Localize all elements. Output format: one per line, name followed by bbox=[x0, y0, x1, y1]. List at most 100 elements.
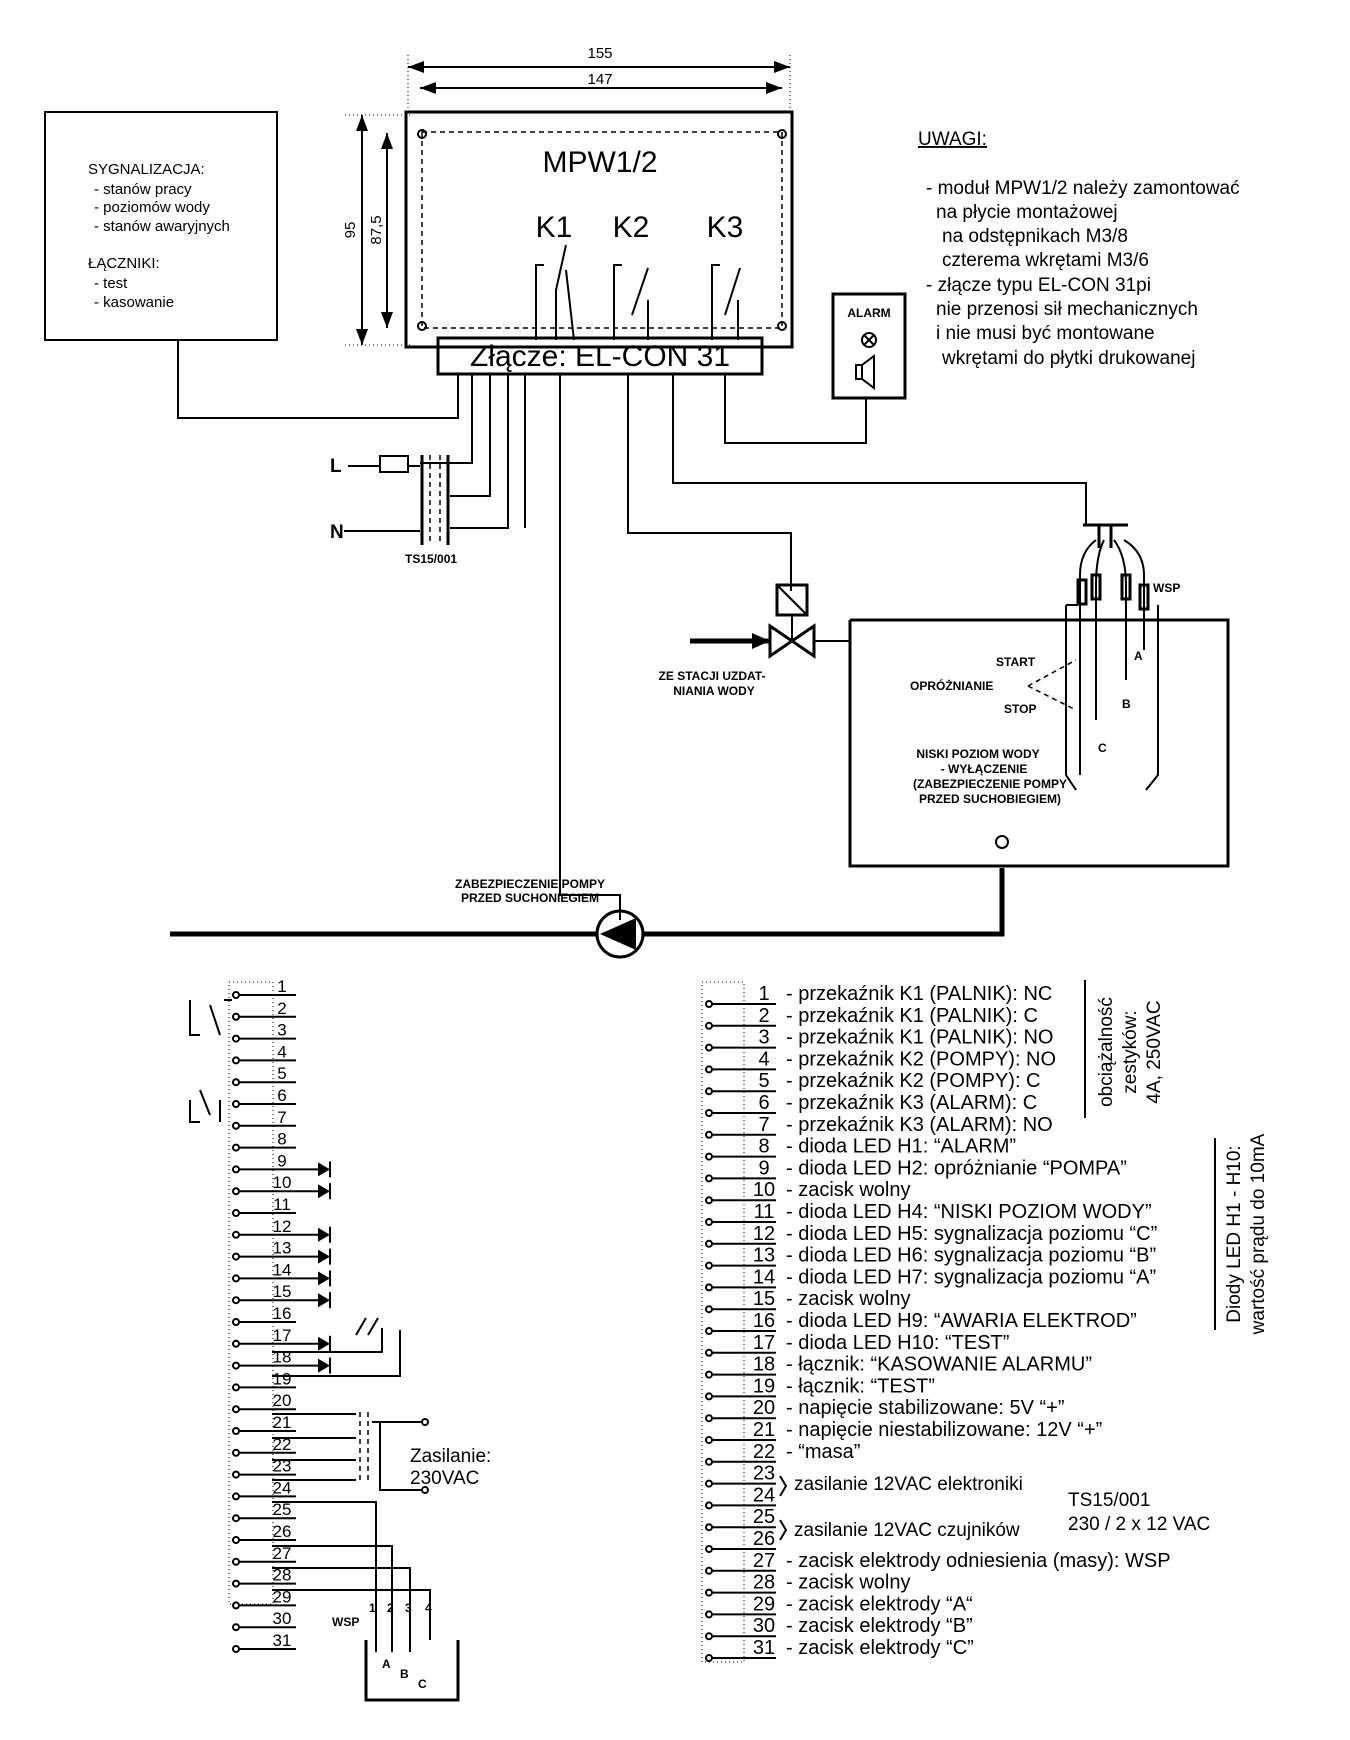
left-pin-row: 28 bbox=[232, 1566, 296, 1588]
terminal-screw-icon bbox=[705, 1610, 713, 1619]
note-line-5: - złącze typu EL-CON 31pi bbox=[926, 275, 1151, 296]
probe-num-2: 2 bbox=[387, 1601, 394, 1615]
terminal-screw-icon bbox=[232, 1100, 240, 1108]
terminal-screw-icon bbox=[705, 1130, 713, 1139]
left-pin-row: 16 bbox=[232, 1304, 296, 1326]
terminal-row: 7- przekaźnik K3 (ALARM): NO bbox=[705, 1114, 1053, 1139]
terminal-number: 4 bbox=[758, 1048, 769, 1070]
left-pin-number: 17 bbox=[273, 1326, 292, 1345]
left-pin-number: 5 bbox=[277, 1064, 286, 1083]
left-pin-row: 31 bbox=[232, 1631, 296, 1653]
led-diode-icon bbox=[318, 1184, 330, 1199]
left-pin-row: 19 bbox=[232, 1369, 296, 1392]
left-pin-number: 10 bbox=[273, 1173, 292, 1192]
terminal-row: 6- przekaźnik K3 (ALARM): C bbox=[705, 1092, 1037, 1117]
left-pin-number: 4 bbox=[277, 1042, 286, 1061]
left-pin-number: 6 bbox=[277, 1086, 286, 1105]
left-pin-number: 11 bbox=[273, 1195, 291, 1214]
terminal-screw-icon bbox=[232, 1056, 240, 1065]
terminal-screw-icon bbox=[705, 1043, 713, 1052]
terminal-screw-icon bbox=[232, 1143, 240, 1152]
right-terminal-list: 1- przekaźnik K1 (PALNIK): NC2- przekaźn… bbox=[701, 980, 1216, 1663]
left-pin-row: 24 bbox=[232, 1478, 296, 1501]
signal-item-1: - stanów pracy bbox=[94, 181, 192, 198]
led-diode-icon bbox=[318, 1162, 330, 1177]
terminal-screw-icon bbox=[705, 1457, 713, 1466]
level-a-label: A bbox=[1134, 649, 1143, 663]
left-pin-row: 26 bbox=[232, 1522, 296, 1544]
terminal-description: - napięcie stabilizowane: 5V “+” bbox=[786, 1397, 1064, 1419]
note-line-4: czterema wkrętami M3/6 bbox=[942, 250, 1149, 271]
terminal-row: 30- zacisk elektrody “B” bbox=[705, 1615, 973, 1641]
alarm-lamp-icon bbox=[861, 332, 877, 348]
terminal-row: 1- przekaźnik K1 (PALNIK): NC bbox=[705, 983, 1052, 1008]
left-pin-number: 12 bbox=[273, 1217, 292, 1236]
note-line-6: nie przenosi sił mechanicznych bbox=[936, 299, 1198, 320]
terminal-description: - zacisk wolny bbox=[786, 1572, 910, 1594]
terminal-row: 20 - napięcie stabilizowane: 5V “+” bbox=[705, 1397, 1064, 1423]
terminal-screw-icon bbox=[705, 1414, 713, 1423]
terminal-screw-icon bbox=[232, 1405, 240, 1414]
terminal-number: 6 bbox=[758, 1092, 769, 1114]
terminal-screw-icon bbox=[705, 1239, 713, 1248]
dim-147: 147 bbox=[587, 71, 612, 88]
terminal-screw-icon bbox=[705, 1021, 713, 1030]
terminal-screw-icon bbox=[705, 1632, 713, 1641]
terminal-description: - zacisk wolny bbox=[786, 1179, 910, 1201]
terminal-screw-icon bbox=[705, 1479, 713, 1488]
terminal-number: 8 bbox=[758, 1136, 769, 1158]
terminal-row: 21- napięcie niestabilizowane: 12V “+” bbox=[705, 1419, 1102, 1444]
terminal-row: 29- zacisk elektrody “A“ bbox=[705, 1593, 973, 1619]
transformer-label: TS15/001 bbox=[405, 552, 457, 566]
left-pin-number: 13 bbox=[273, 1239, 292, 1258]
terminal-row: 19- łącznik: “TEST” bbox=[705, 1375, 935, 1401]
low-level-line-2: - WYŁĄCZENIE bbox=[941, 762, 1028, 776]
terminal-screw-icon bbox=[705, 1501, 713, 1510]
terminal-screw-icon bbox=[705, 1174, 713, 1183]
left-pin-number: 31 bbox=[273, 1631, 292, 1650]
left-pin-number: 15 bbox=[273, 1282, 292, 1301]
terminal-description: - dioda LED H4: “NISKI POZIOM WODY” bbox=[786, 1201, 1152, 1223]
switch-item-2: - kasowanie bbox=[94, 294, 174, 311]
left-pin-number: 26 bbox=[273, 1522, 292, 1541]
terminal-number: 3 bbox=[758, 1027, 769, 1049]
terminal-screw-icon bbox=[232, 1427, 240, 1435]
alarm-speaker-icon bbox=[855, 354, 875, 390]
left-pin-row: 9 bbox=[232, 1151, 331, 1178]
terminal-screw-icon bbox=[232, 1623, 240, 1632]
left-pin-row: 7 bbox=[232, 1108, 296, 1130]
terminal-screw-icon bbox=[232, 1274, 240, 1283]
terminal-row: 15- zacisk wolny bbox=[705, 1288, 910, 1314]
drain-indicator bbox=[1027, 659, 1077, 711]
terminal-description: - przekaźnik K1 (PALNIK): NO bbox=[786, 1027, 1053, 1049]
left-pin-number: 19 bbox=[273, 1369, 292, 1388]
terminal-screw-icon bbox=[705, 1109, 713, 1117]
terminal-description: - dioda LED H5: sygnalizacja poziomu “C” bbox=[786, 1223, 1157, 1245]
signal-box bbox=[44, 111, 278, 341]
dim-95: 95 bbox=[342, 222, 359, 239]
terminal-screw-icon bbox=[232, 1252, 240, 1261]
terminal-screw-icon bbox=[232, 1296, 240, 1305]
left-pin-number: 16 bbox=[273, 1304, 292, 1323]
terminal-description: - przekaźnik K1 (PALNIK): NC bbox=[786, 983, 1052, 1005]
supply-ts-note-2: 230 / 2 x 12 VAC bbox=[1068, 1514, 1210, 1535]
left-pin-number: 24 bbox=[273, 1478, 292, 1497]
terminal-number: 20 bbox=[753, 1397, 775, 1419]
terminal-description: - dioda LED H7: sygnalizacja poziomu “A” bbox=[786, 1266, 1156, 1288]
signal-heading: SYGNALIZACJA: bbox=[88, 161, 205, 178]
brace-25-26-icon bbox=[779, 1519, 788, 1541]
left-pin-row: 2 bbox=[232, 999, 296, 1021]
terminal-screw-icon bbox=[232, 1383, 240, 1392]
terminal-row: 26 bbox=[705, 1528, 776, 1553]
dim-87: 87,5 bbox=[368, 215, 385, 244]
probe-letter-c: C bbox=[418, 1677, 427, 1691]
terminal-number: 12 bbox=[753, 1223, 775, 1245]
terminal-screw-icon bbox=[705, 1000, 713, 1008]
terminal-row: 27- zacisk elektrody odniesienia (masy):… bbox=[705, 1550, 1171, 1575]
terminal-screw-icon bbox=[232, 1078, 240, 1087]
left-pin-row: 4 bbox=[232, 1042, 296, 1065]
terminal-row: 5- przekaźnik K2 (POMPY): C bbox=[705, 1070, 1041, 1096]
terminal-row: 9- dioda LED H2: opróżnianie “POMPA” bbox=[705, 1157, 1127, 1183]
terminal-screw-icon bbox=[232, 1361, 240, 1370]
terminal-row: 12 - dioda LED H5: sygnalizacja poziomu “… bbox=[705, 1223, 1157, 1248]
